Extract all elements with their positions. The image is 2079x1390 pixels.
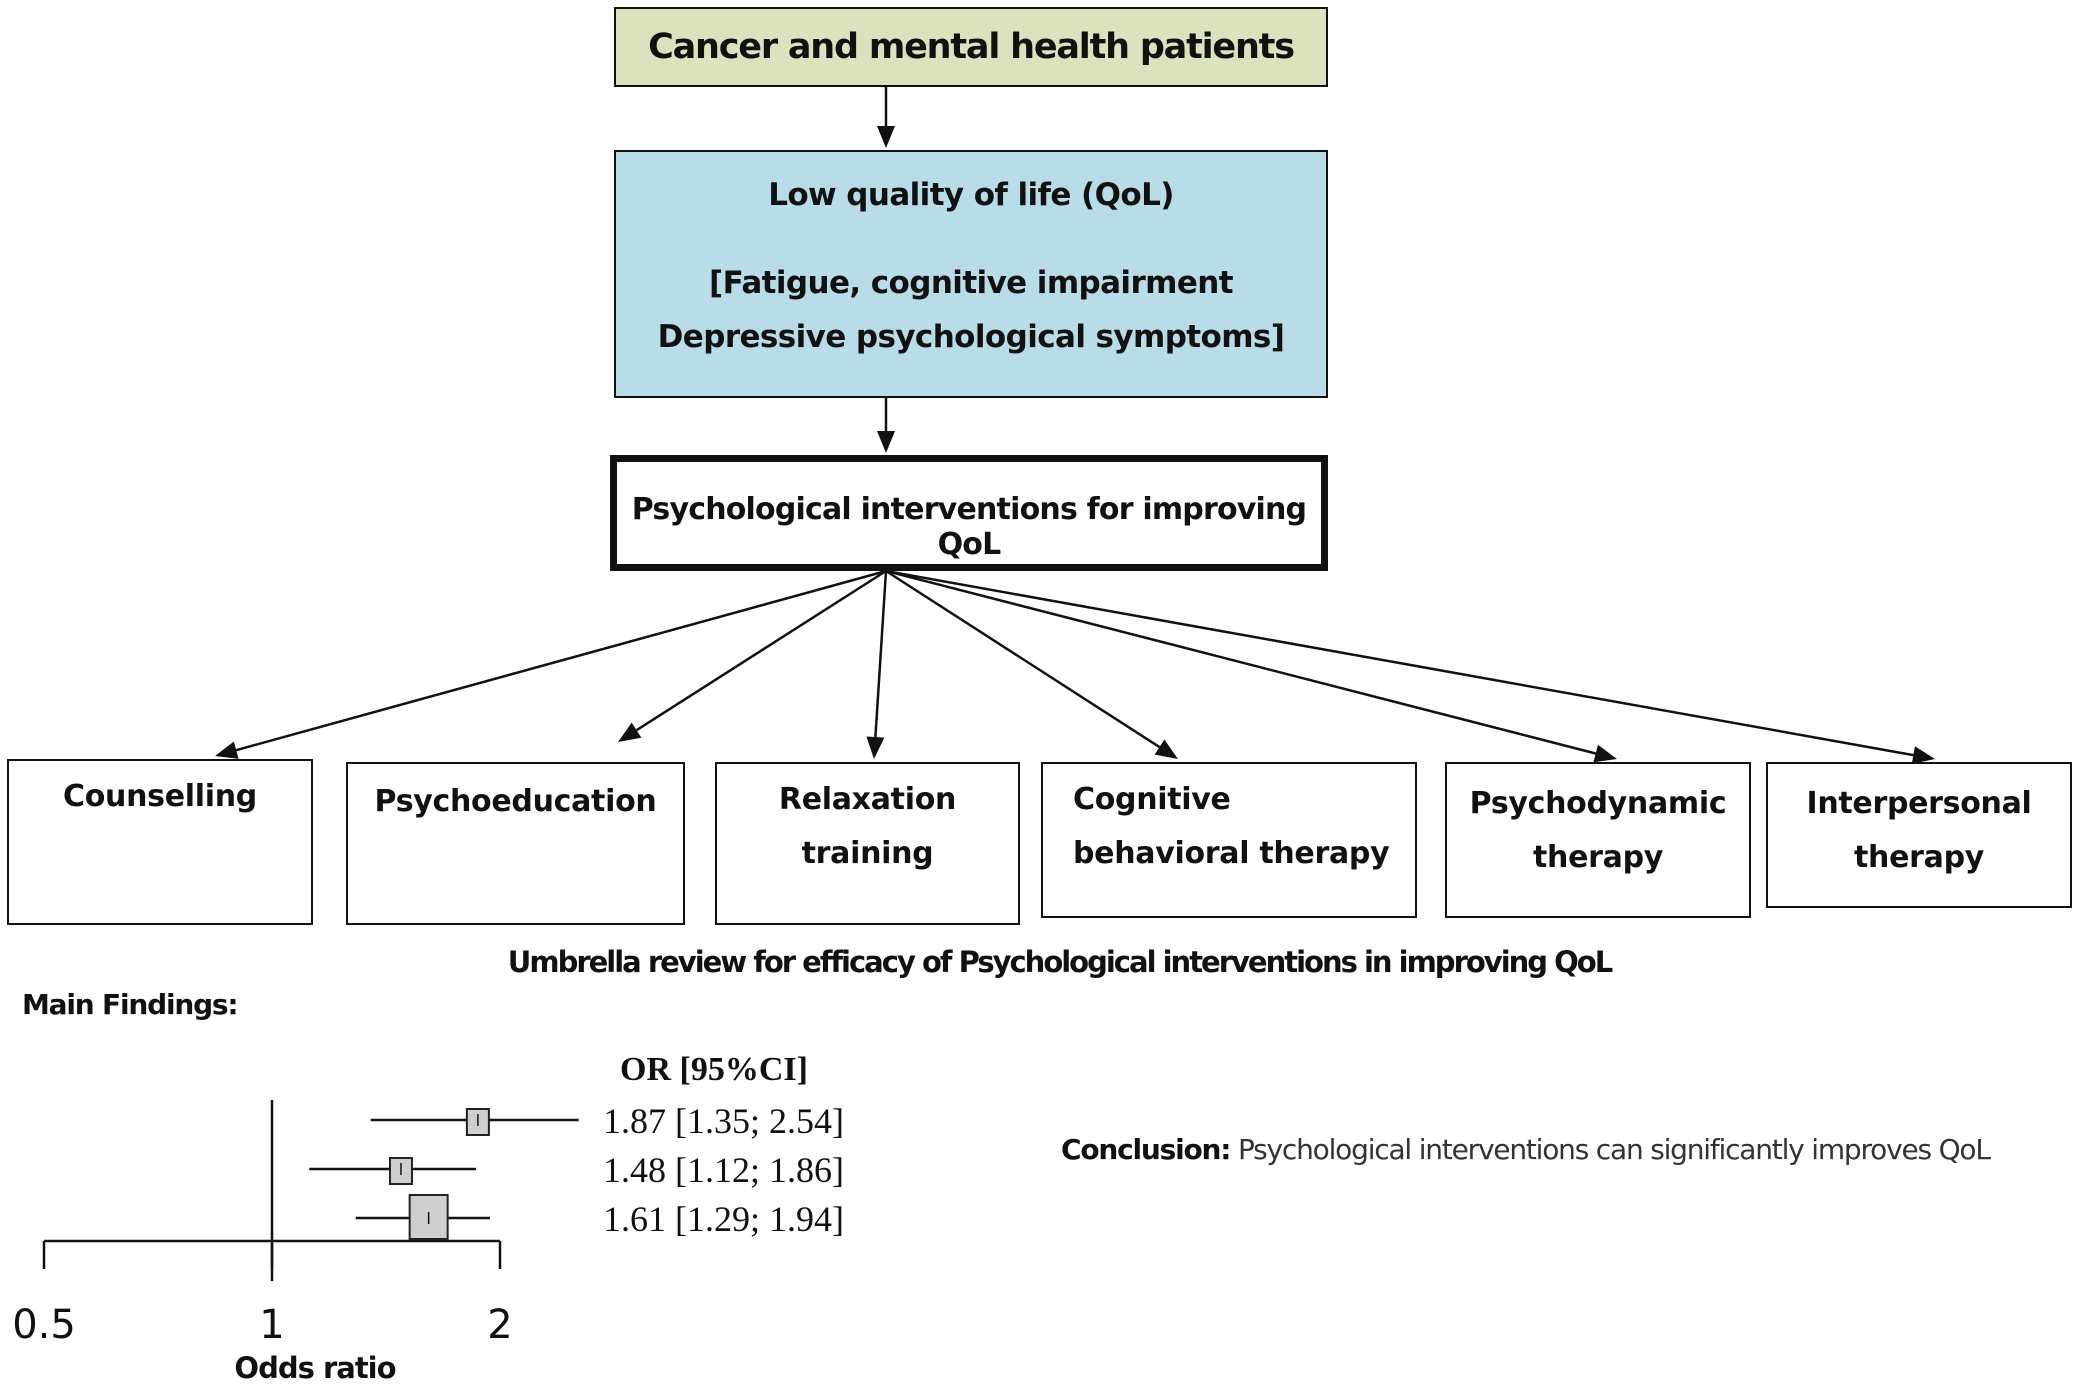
or-ci-label: 1.48 [1.12; 1.86] [603, 1150, 844, 1190]
intervention-label-line1: Psychodynamic [1469, 786, 1727, 821]
or-ci-label: 1.61 [1.29; 1.94] [603, 1199, 844, 1239]
main-findings-label: Main Findings: [22, 988, 239, 1021]
arrow-to-relaxation-training [866, 570, 888, 759]
arrow-problem-to-intervention [877, 398, 895, 453]
problem-title: Low quality of life (QoL) [768, 177, 1174, 213]
intervention-cognitive-behavioral-therapy: Cognitive behavioral therapy [1041, 762, 1417, 918]
population-label: Cancer and mental health patients [648, 27, 1295, 67]
x-tick-label: 0.5 [12, 1302, 76, 1348]
problem-symptoms-line2: Depressive psychological symptoms] [657, 319, 1285, 355]
intervention-label-line2: therapy [1853, 840, 1984, 875]
arrow-to-psychodynamic-therapy [885, 569, 1617, 763]
problem-box: Low quality of life (QoL) [Fatigue, cogn… [614, 150, 1328, 398]
intervention-psychoeducation: Psychoeducation [346, 762, 685, 925]
problem-symptoms-line1: [Fatigue, cognitive impairment [709, 265, 1234, 301]
flow-arrows [215, 87, 1935, 764]
x-axis-label: Odds ratio [234, 1351, 395, 1385]
or-ci-label: 1.87 [1.35; 2.54] [603, 1101, 844, 1141]
conclusion-label: Conclusion: [1061, 1133, 1231, 1166]
intervention-label-line1: Relaxation [778, 782, 957, 817]
intervention-box: Psychological interventions for improvin… [610, 455, 1328, 571]
arrow-to-counselling [215, 569, 887, 759]
or-column-header: OR [95%CI] [620, 1051, 808, 1088]
intervention-label: Counselling [63, 779, 257, 814]
arrow-to-interpersonal-therapy [885, 569, 1935, 764]
arrow-population-to-problem [877, 87, 895, 148]
intervention-counselling: Counselling [7, 759, 313, 925]
intervention-label-line1: Interpersonal [1806, 786, 2032, 821]
arrow-to-cognitive-behavioral-therapy [885, 569, 1178, 759]
x-tick-label: 1 [259, 1302, 284, 1348]
conclusion-text: Psychological interventions can signific… [1230, 1133, 1991, 1166]
intervention-label-line2: training [801, 836, 934, 871]
x-tick-label: 2 [487, 1302, 512, 1348]
umbrella-review-title: Umbrella review for efficacy of Psycholo… [507, 945, 1613, 979]
arrow-to-psychoeducation [618, 569, 887, 742]
intervention-label-line2: behavioral therapy [1073, 836, 1390, 871]
intervention-label-line1: Cognitive [1073, 782, 1231, 817]
population-box: Cancer and mental health patients [614, 7, 1328, 87]
intervention-label-line2: therapy [1532, 840, 1663, 875]
intervention-interpersonal-therapy: Interpersonal therapy [1766, 762, 2072, 908]
forest-plot: OR [95%CI] 1.87 [1.35; 2.54] 1.48 [1.12; … [12, 1051, 844, 1385]
intervention-label: Psychoeducation [374, 784, 657, 819]
intervention-label: Psychological interventions for improvin… [631, 492, 1307, 562]
intervention-relaxation-training: Relaxation training [715, 762, 1020, 925]
intervention-psychodynamic-therapy: Psychodynamic therapy [1445, 762, 1751, 918]
conclusion: Conclusion: Psychological interventions … [1061, 1133, 1991, 1166]
